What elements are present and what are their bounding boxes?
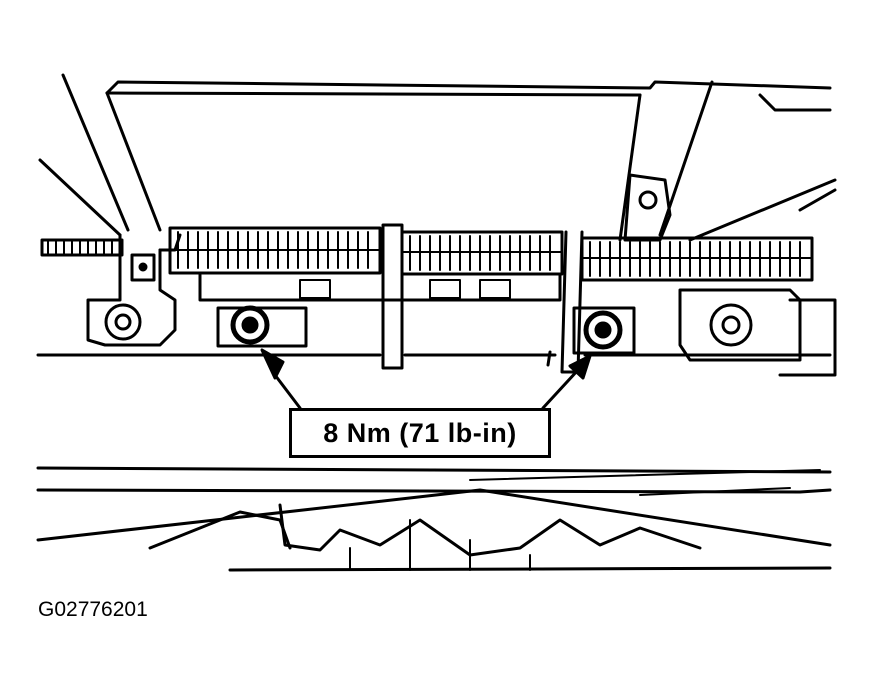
upper-housing <box>61 73 837 242</box>
right-bracket <box>623 173 802 362</box>
right-outer-bolt-icon <box>709 303 753 347</box>
right-post <box>560 230 584 374</box>
lower-base <box>36 466 832 572</box>
right-torque-bolt-icon <box>572 306 636 355</box>
center-post <box>381 223 404 370</box>
toothed-rail-center <box>168 226 564 276</box>
left-torque-bolt-icon <box>216 305 308 348</box>
left-bracket <box>38 158 182 347</box>
torque-leader-arrows <box>260 348 592 410</box>
left-outer-bolt-icon <box>104 303 142 341</box>
figure-id: G02776201 <box>38 598 148 621</box>
toothed-rail-left <box>40 238 124 257</box>
toothed-rail-right <box>580 236 814 282</box>
lower-block <box>36 273 837 377</box>
torque-spec-callout: 8 Nm (71 lb-in) <box>289 408 551 458</box>
